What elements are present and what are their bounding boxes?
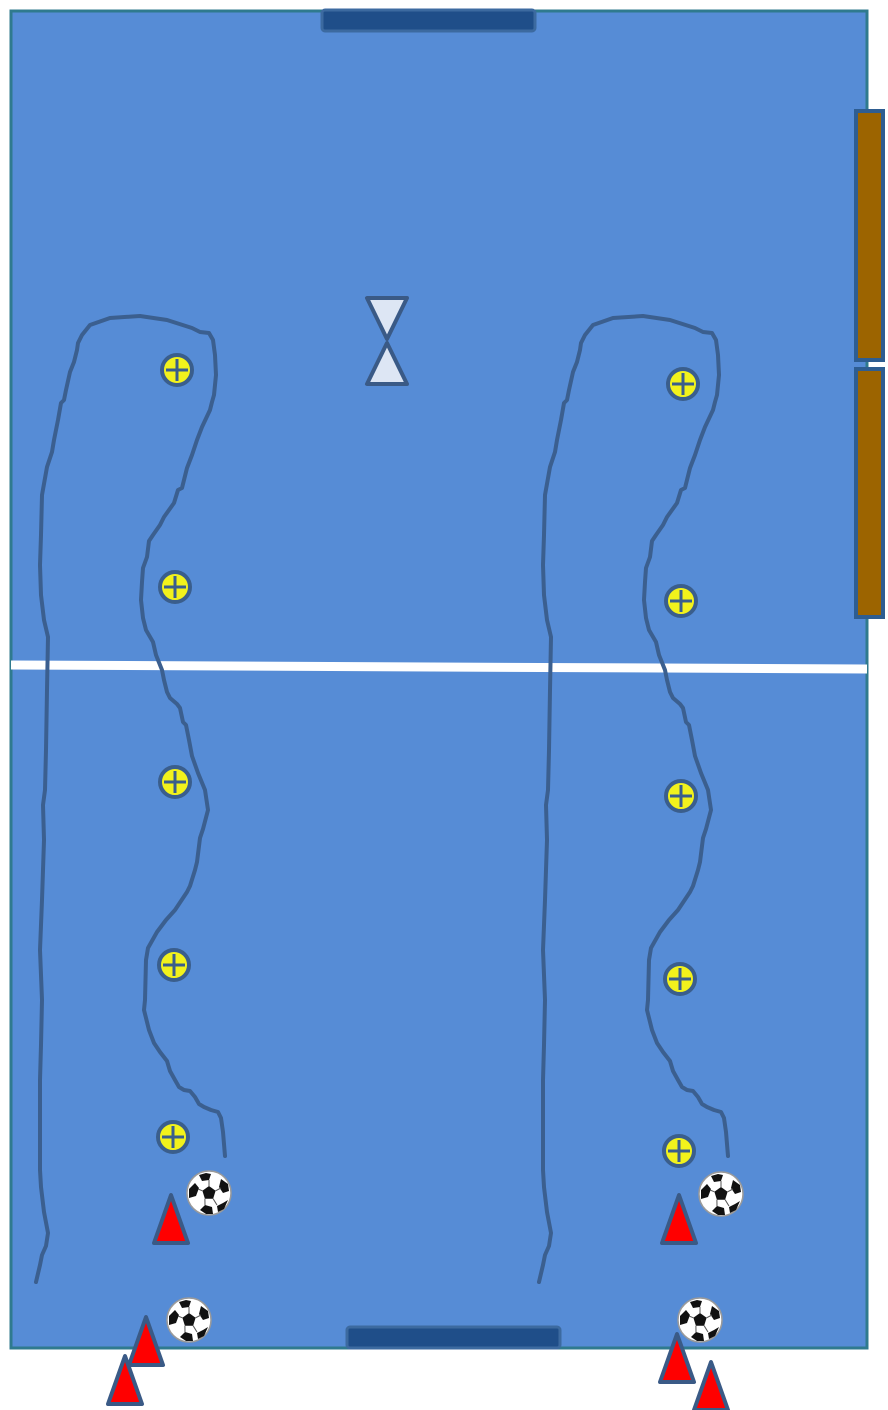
soccer-ball-icon [167,1298,211,1342]
flat-marker-icon [160,572,190,602]
halfway-line [11,665,867,669]
flat-marker-icon [666,781,696,811]
flat-marker-icon [666,586,696,616]
bottom-goal [347,1327,560,1348]
flat-marker-icon [664,1136,694,1166]
substitution-bench-icon [856,369,883,617]
soccer-ball-icon [678,1298,722,1342]
cone-icon [694,1362,728,1410]
flat-marker-icon [158,1122,188,1152]
soccer-ball-icon [699,1172,743,1216]
flat-marker-icon [162,355,192,385]
flat-marker-icon [668,369,698,399]
flat-marker-icon [159,950,189,980]
soccer-ball-icon [187,1171,231,1215]
substitution-bench-icon [856,111,883,360]
flat-marker-icon [665,964,695,994]
top-goal [322,10,535,31]
futsal-pitch [11,11,867,1348]
flat-marker-icon [160,767,190,797]
